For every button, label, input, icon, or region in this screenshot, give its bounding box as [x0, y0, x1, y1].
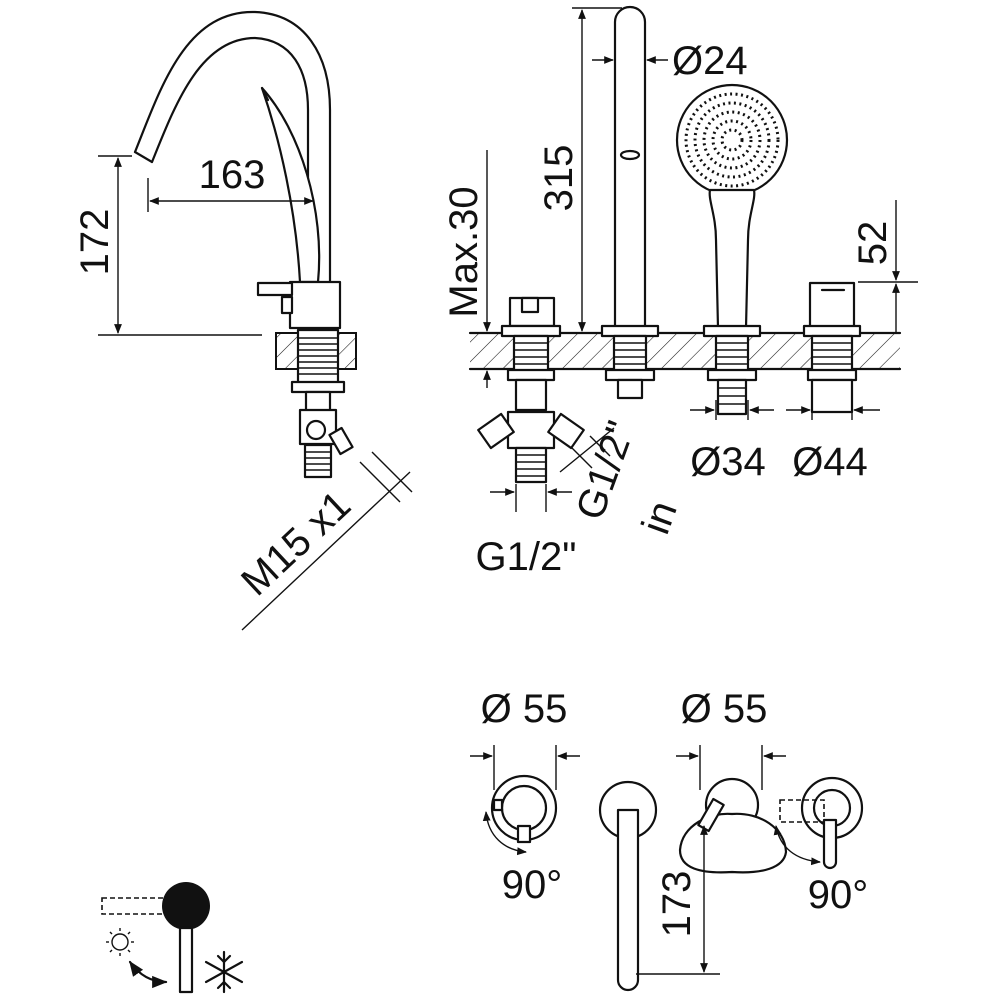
dim-handshower-height: 52	[851, 200, 918, 334]
dim-spout-height: 172	[73, 155, 262, 336]
label-rotation-1: 90°	[502, 863, 563, 907]
lever	[260, 86, 321, 284]
plan-view	[490, 774, 864, 992]
cold-snowflake-icon	[204, 950, 244, 994]
spout-vertical	[613, 5, 647, 332]
rotation-indicator-2: 90°	[773, 825, 869, 917]
dim-hole-d34: Ø34	[690, 400, 774, 484]
spout-inner-outline	[150, 36, 310, 287]
dim-hole-d44: Ø44	[786, 400, 880, 484]
dim-plan-height: 173	[636, 825, 720, 975]
handshower-plan	[678, 812, 788, 874]
dim-deck-thickness: Max.30	[442, 150, 491, 388]
dim-spout-height-total: 315	[537, 7, 622, 332]
label-spout-reach: 163	[199, 153, 266, 197]
handle-knob	[162, 882, 210, 930]
label-spout-height: 172	[73, 209, 117, 276]
dim-inlet-left: G1/2"	[476, 484, 577, 579]
mixer-body	[288, 280, 342, 330]
label-handle-d2: Ø 55	[681, 687, 768, 731]
hot-sun-icon	[106, 928, 134, 956]
dim-spout-reach: 163	[147, 153, 314, 212]
label-inlet-right-suffix: in	[634, 495, 686, 539]
spout-plan	[616, 808, 640, 992]
dim-spout-diameter: Ø24	[592, 39, 748, 83]
label-handshower-height: 52	[851, 221, 895, 266]
label-inlet-left: G1/2"	[476, 535, 577, 579]
dim-handle-d1: Ø 55	[470, 687, 580, 790]
rotation-arrow-icon	[773, 825, 821, 866]
label-rotation-2: 90°	[808, 873, 869, 917]
rotation-arrow-icon	[482, 811, 527, 856]
temperature-legend	[101, 882, 244, 994]
label-spout-diameter: Ø24	[672, 39, 748, 83]
rotation-arrow-icon	[128, 960, 168, 989]
label-deck-thickness: Max.30	[442, 186, 486, 317]
front-view	[468, 5, 902, 484]
spout-outline	[133, 10, 332, 287]
rotation-indicator-1: 90°	[482, 811, 563, 907]
dim-handle-d2: Ø 55	[676, 687, 786, 790]
label-plan-height: 173	[655, 871, 699, 938]
label-hole-d34: Ø34	[690, 440, 766, 484]
side-view	[133, 10, 357, 479]
label-spout-height-total: 315	[537, 145, 581, 212]
label-connection-thread: M15 x1	[233, 483, 359, 605]
dim-connection-thread: M15 x1	[233, 451, 413, 631]
label-handle-d1: Ø 55	[481, 687, 568, 731]
label-hole-d44: Ø44	[792, 440, 868, 484]
handshower-handle	[708, 188, 756, 330]
